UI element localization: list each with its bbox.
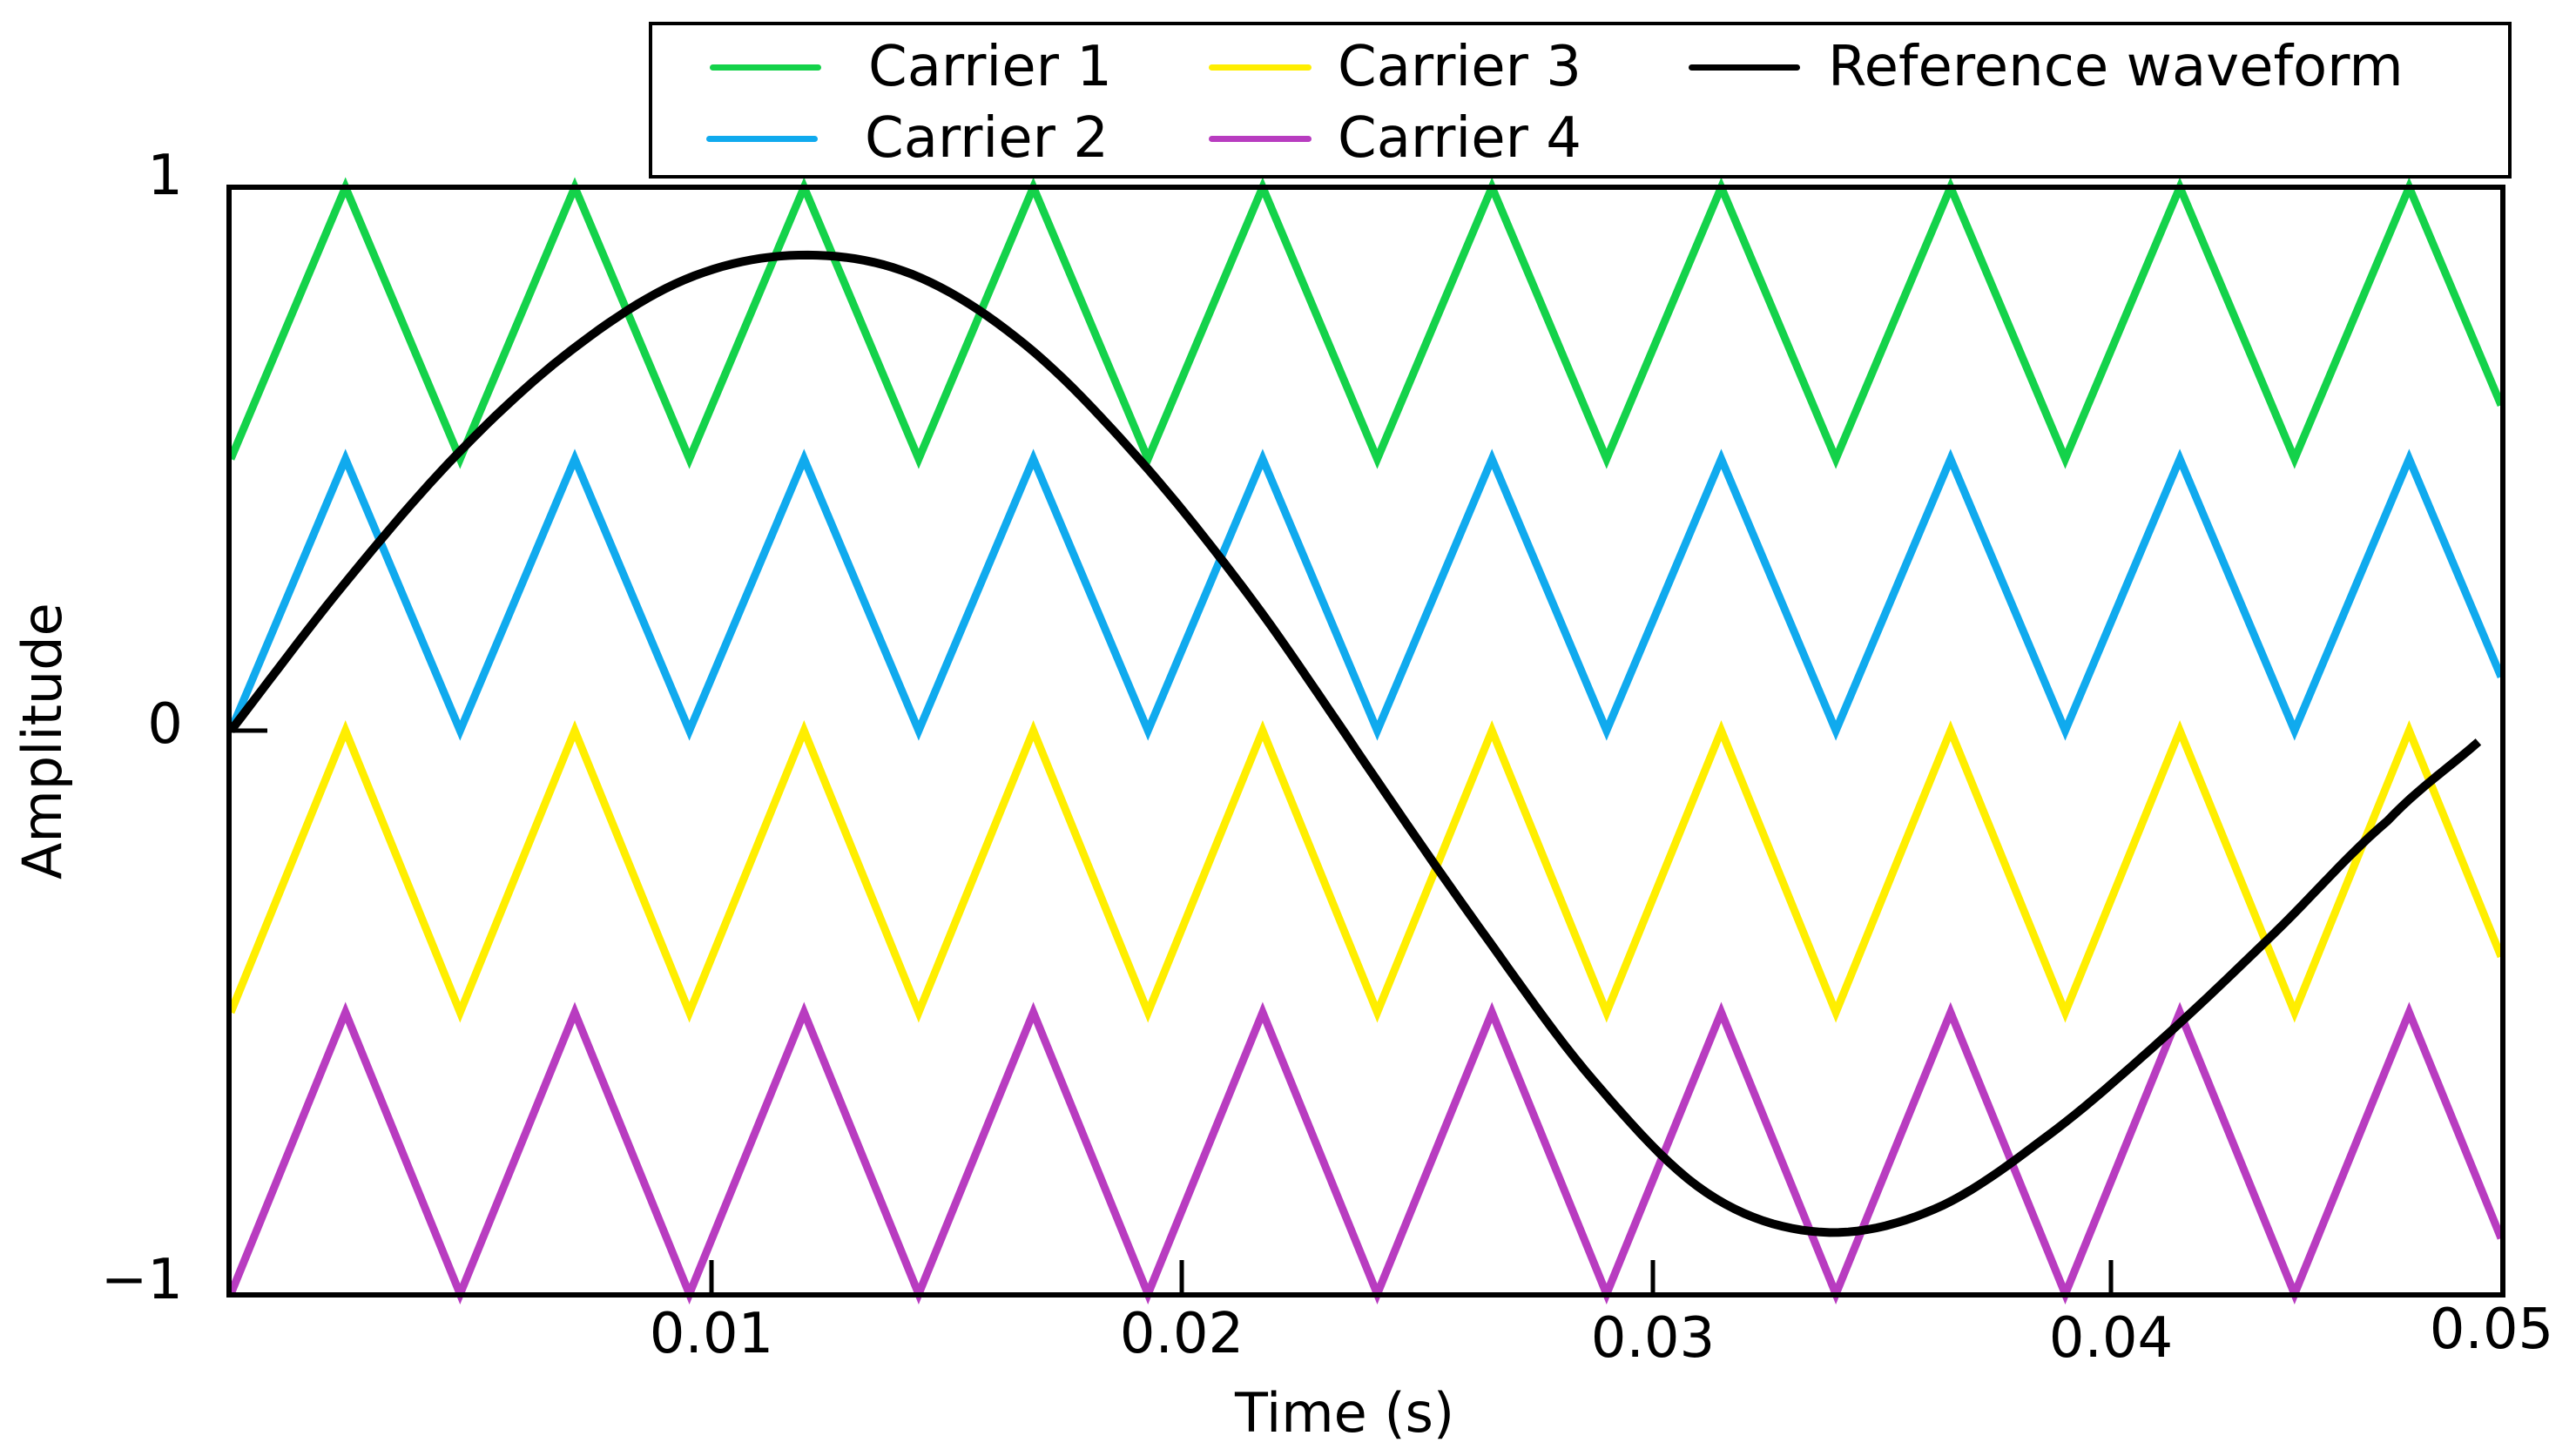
plot-series: [226, 177, 2505, 1304]
legend-item-carrier-4: Carrier 4: [1209, 104, 1581, 173]
legend-swatch-green: [710, 64, 821, 71]
carrier-4-line: [226, 1001, 2505, 1304]
x-tick-label-0.02: 0.02: [1119, 1302, 1244, 1366]
carrier-2-line: [226, 448, 2505, 741]
axis-ticks: [229, 728, 2114, 1295]
legend-label: Carrier 1: [868, 35, 1112, 99]
y-tick-label-0: 0: [147, 692, 183, 757]
legend-label: Reference waveform: [1828, 35, 2404, 99]
legend-swatch-yellow: [1209, 64, 1312, 71]
carrier-3-line: [226, 720, 2505, 1023]
legend-swatch-blue: [706, 135, 818, 142]
x-tick-label-0.05: 0.05: [2429, 1298, 2554, 1362]
x-tick-label-0.04: 0.04: [2048, 1306, 2174, 1371]
legend-item-carrier-1: Carrier 1: [710, 32, 1112, 102]
y-tick-label-1: 1: [147, 144, 183, 208]
legend-label: Carrier 3: [1338, 35, 1581, 99]
plot-frame: [226, 185, 2505, 1298]
legend-label: Carrier 2: [865, 106, 1109, 171]
x-axis-label: Time (s): [1235, 1381, 1455, 1445]
legend-item-carrier-2: Carrier 2: [706, 104, 1109, 173]
legend-label: Carrier 4: [1338, 106, 1581, 171]
x-tick-label-0.01: 0.01: [649, 1302, 774, 1366]
y-axis-label: Amplitude: [10, 603, 74, 880]
y-tick-label-minus-1: −1: [100, 1248, 183, 1312]
legend-item-reference-waveform: Reference waveform: [1689, 32, 2404, 102]
carrier-1-line: [226, 177, 2505, 469]
legend: Carrier 1 Carrier 2 Carrier 3 Carrier 4 …: [649, 22, 2512, 179]
legend-item-carrier-3: Carrier 3: [1209, 32, 1581, 102]
legend-swatch-magenta: [1209, 135, 1312, 142]
reference-waveform-line: [227, 250, 2482, 1237]
x-tick-label-0.03: 0.03: [1590, 1306, 1716, 1371]
legend-swatch-black: [1689, 64, 1800, 71]
